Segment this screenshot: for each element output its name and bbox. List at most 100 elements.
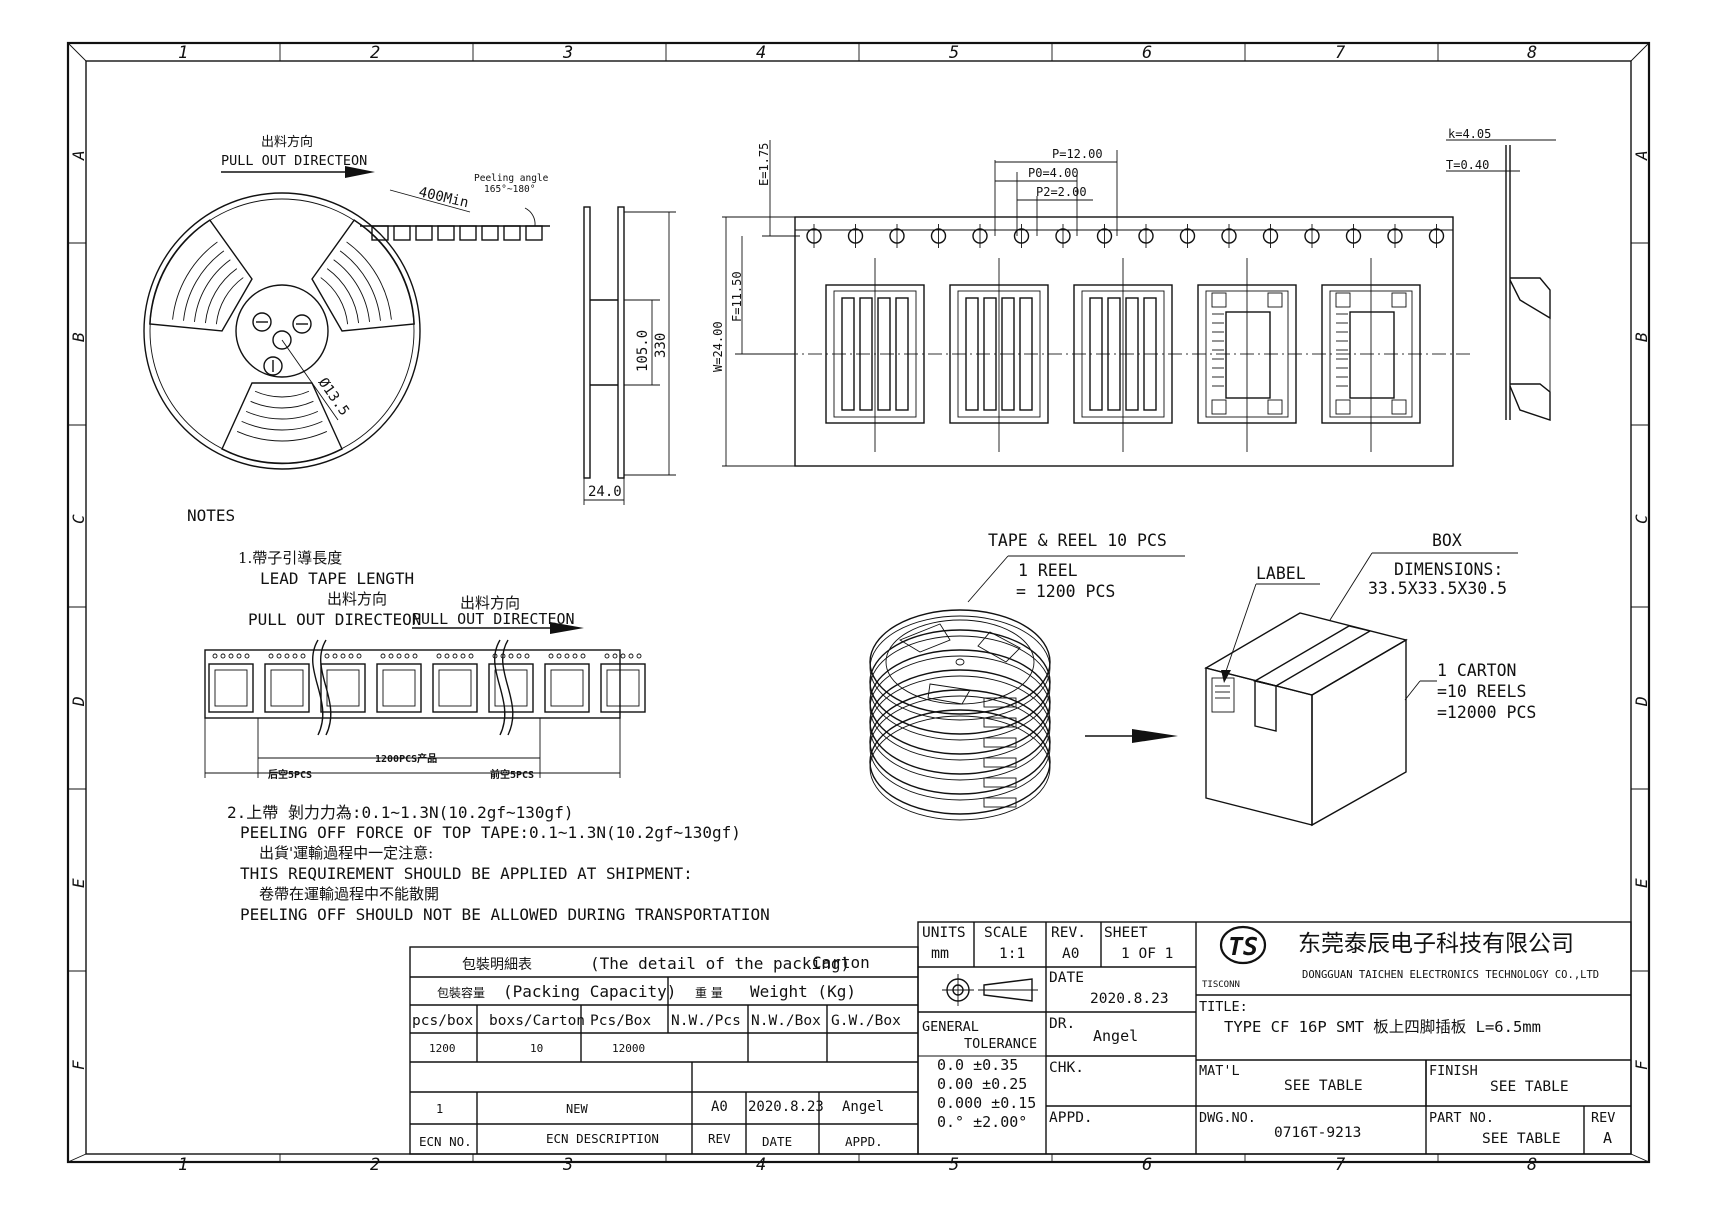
col-label-top: 2 bbox=[370, 43, 380, 63]
stacked-reel bbox=[869, 709, 1051, 815]
sheet-label: SHEET bbox=[1104, 925, 1148, 941]
notes: NOTES 1.帶子引導長度 LEAD TAPE LENGTH 出料方向 PUL… bbox=[187, 506, 770, 924]
ecn-date-value: 2020.8.23 bbox=[748, 1099, 824, 1115]
p2-dim: P2=2.00 bbox=[1036, 185, 1087, 199]
title-label: TITLE: bbox=[1199, 999, 1248, 1015]
trailer-empty-label: 后空5PCS bbox=[268, 768, 312, 781]
leader-pocket bbox=[264, 663, 310, 713]
arrow-right-icon bbox=[345, 166, 375, 178]
col-label-top: 8 bbox=[1527, 43, 1537, 63]
material-value: SEE TABLE bbox=[1284, 1078, 1363, 1094]
tol-row: 0.00 ±0.25 bbox=[937, 1075, 1027, 1093]
col-label-bottom: 7 bbox=[1335, 1155, 1346, 1175]
carton-pcs: =12000 PCS bbox=[1437, 703, 1536, 722]
part-no-value: SEE TABLE bbox=[1482, 1131, 1561, 1147]
ecn-rev-value: A0 bbox=[711, 1099, 728, 1115]
f-dim: F=11.50 bbox=[730, 271, 744, 322]
col-label-bottom: 1 bbox=[178, 1155, 188, 1175]
hub-diameter: Ø13.5 bbox=[315, 375, 352, 419]
col-header: boxs/Carton bbox=[489, 1013, 585, 1029]
tape-part bbox=[825, 258, 925, 452]
leader-pocket bbox=[320, 663, 366, 713]
row-label-right: F bbox=[1632, 1060, 1651, 1070]
tape-part bbox=[949, 258, 1049, 452]
col-label-top: 5 bbox=[949, 43, 959, 63]
box-label: BOX bbox=[1432, 531, 1462, 550]
e-dim: E=1.75 bbox=[757, 143, 771, 186]
tape-part bbox=[1073, 258, 1173, 452]
arrow-right-icon bbox=[1132, 729, 1178, 743]
pull-dir-en-1: PULL OUT DIRECTEON bbox=[248, 610, 421, 629]
ecn-date-header: DATE bbox=[762, 1134, 792, 1149]
tape-pocket bbox=[393, 225, 411, 241]
col-label-top: 1 bbox=[178, 43, 188, 63]
leader-pocket bbox=[208, 663, 254, 713]
leader-length: 400Min bbox=[417, 184, 470, 211]
capacity-cn: 包裝容量 bbox=[437, 985, 485, 1000]
tape-part bbox=[1197, 258, 1297, 452]
part-no-label: PART NO. bbox=[1429, 1110, 1494, 1126]
dwg-no-value: 0716T-9213 bbox=[1274, 1125, 1361, 1141]
chk-label: CHK. bbox=[1049, 1060, 1084, 1076]
box-dimensions-value: 33.5X33.5X30.5 bbox=[1368, 579, 1507, 598]
tol-row: 0.000 ±0.15 bbox=[937, 1094, 1036, 1112]
units-label: UNITS bbox=[922, 925, 966, 941]
material-label: MAT'L bbox=[1199, 1063, 1240, 1079]
note1-en: LEAD TAPE LENGTH bbox=[260, 569, 414, 588]
stacked-reel bbox=[869, 649, 1051, 755]
leader-pocket bbox=[600, 663, 646, 713]
units-value: mm bbox=[931, 944, 949, 962]
date-label: DATE bbox=[1049, 970, 1084, 986]
table-cell: 10 bbox=[530, 1042, 543, 1055]
weight-cn: 重 量 bbox=[695, 986, 723, 1000]
col-label-top: 4 bbox=[756, 43, 766, 63]
note2-line2: PEELING OFF FORCE OF TOP TAPE:0.1~1.3N(1… bbox=[240, 823, 741, 842]
pull-out-direction-label: PULL OUT DIRECTEON bbox=[221, 153, 367, 169]
ecn-rev-header: REV bbox=[708, 1131, 731, 1146]
reel-window bbox=[221, 382, 343, 465]
leader-pocket bbox=[376, 663, 422, 713]
ecn-description-value: NEW bbox=[566, 1102, 588, 1116]
table-cell: 12000 bbox=[612, 1042, 645, 1055]
company-name-cn: 东莞泰辰电子科技有限公司 bbox=[1298, 931, 1574, 957]
tol-row: 0.° ±2.00° bbox=[937, 1113, 1027, 1131]
company-logo: TS TISCONN bbox=[1202, 925, 1267, 990]
general-label: GENERAL bbox=[922, 1019, 979, 1035]
reel-side-view: 105.0 330 24.0 bbox=[583, 206, 676, 505]
rev-value: A0 bbox=[1062, 946, 1079, 962]
carton-label: 1 CARTON bbox=[1437, 661, 1516, 680]
sheet-value: 1 OF 1 bbox=[1121, 946, 1173, 962]
note2-line5: 卷帶在運輸過程中不能散開 bbox=[259, 885, 439, 903]
packing-table: 包裝明細表 (The detail of the packing) Carton… bbox=[409, 946, 919, 1155]
col-header: G.W./Box bbox=[831, 1013, 901, 1029]
notes-heading: NOTES bbox=[187, 506, 235, 525]
leader-pocket bbox=[432, 663, 478, 713]
col-label-bottom: 2 bbox=[370, 1155, 380, 1175]
dwg-no-label: DWG.NO. bbox=[1199, 1110, 1256, 1126]
col-label-bottom: 8 bbox=[1527, 1155, 1537, 1175]
logo-brand: TISCONN bbox=[1202, 980, 1240, 990]
col-label-top: 6 bbox=[1142, 43, 1152, 63]
arrow-right-icon bbox=[550, 622, 584, 634]
note1-cn: 1.帶子引導長度 bbox=[238, 549, 342, 567]
tape-pocket bbox=[481, 225, 499, 241]
ecn-no-header: ECN NO. bbox=[419, 1134, 472, 1149]
col-label-bottom: 4 bbox=[756, 1155, 766, 1175]
stacked-reel bbox=[869, 669, 1051, 775]
projection-symbol-icon bbox=[942, 974, 1038, 1006]
finish-value: SEE TABLE bbox=[1490, 1079, 1569, 1095]
p-dim: P=12.00 bbox=[1052, 147, 1103, 161]
row-label-right: A bbox=[1632, 150, 1651, 161]
tape-pocket bbox=[525, 225, 543, 241]
col-header: N.W./Box bbox=[751, 1013, 821, 1029]
flange-inner-dim: 105.0 bbox=[635, 330, 651, 372]
p0-dim: P0=4.00 bbox=[1028, 166, 1079, 180]
col-label-bottom: 3 bbox=[562, 1155, 573, 1175]
stacked-reel bbox=[869, 689, 1051, 795]
scale-label: SCALE bbox=[984, 925, 1028, 941]
tape-pocket bbox=[437, 225, 455, 241]
reel-front-view: 出料方向 PULL OUT DIRECTEON Ø13.5 400Min Pee… bbox=[143, 134, 550, 470]
row-label-left: E bbox=[69, 878, 88, 888]
reel-width-dim: 24.0 bbox=[588, 484, 622, 500]
